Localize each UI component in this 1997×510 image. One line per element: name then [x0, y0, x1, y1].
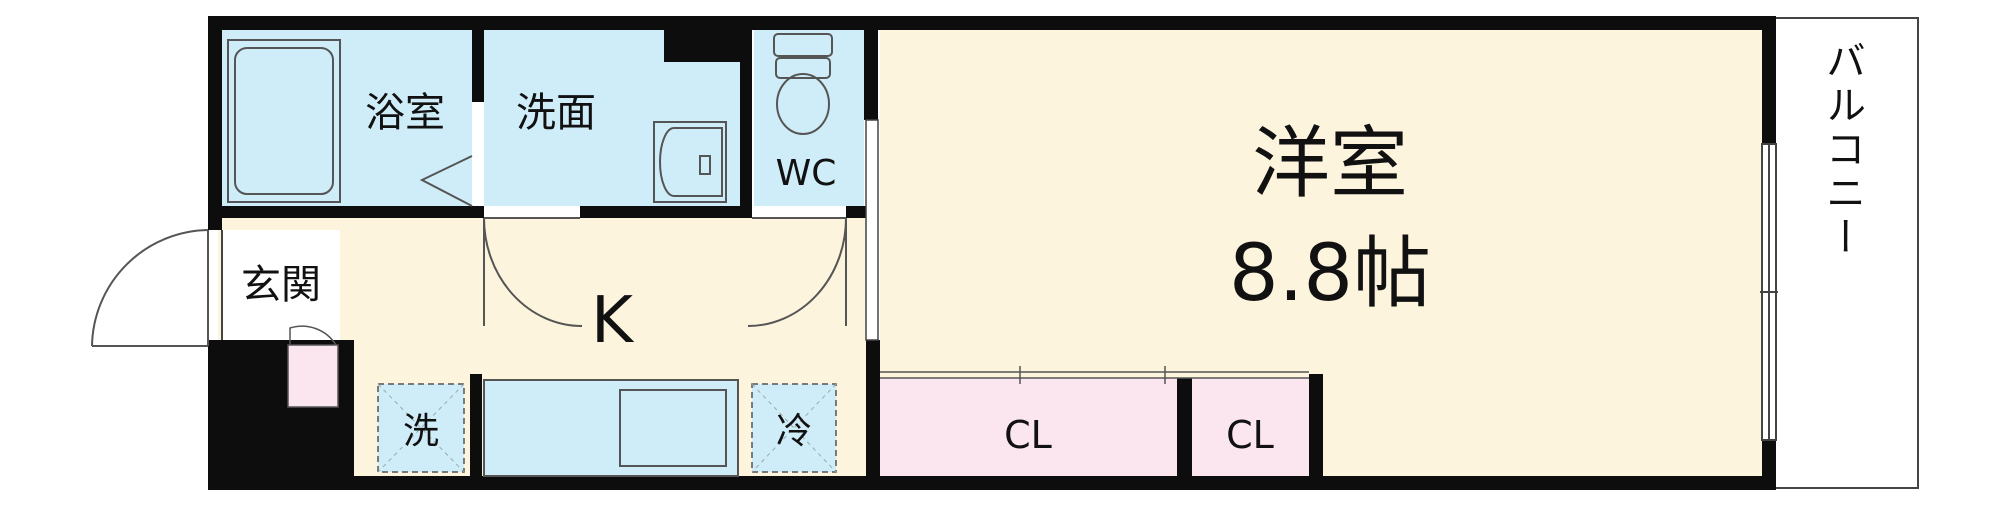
- toilet-label: WC: [776, 153, 837, 194]
- kitchen-sink-icon: [483, 379, 739, 477]
- closet-1: [880, 378, 1177, 478]
- closet-2-label: CL: [1226, 413, 1274, 457]
- wall-top: [208, 16, 1774, 30]
- wall-right-upper: [1762, 16, 1776, 144]
- wall-wash-corner: [664, 28, 740, 62]
- washer-label: 洗: [403, 411, 439, 452]
- wall-right-lower: [1762, 440, 1776, 490]
- western-room-label: 洋室: [1252, 119, 1408, 209]
- wall-closet-divider: [1177, 378, 1192, 490]
- western-room-size: 8.8帖: [1229, 229, 1431, 319]
- wall-wash-toilet: [740, 28, 752, 218]
- balcony-area: [1765, 17, 1919, 489]
- washroom-label: 洗面: [516, 90, 596, 136]
- fridge-label: 冷: [776, 411, 812, 452]
- shoe-box: [287, 344, 339, 408]
- wall-kitchen-counter: [470, 374, 482, 490]
- wall-left-upper: [208, 16, 222, 230]
- bath-door-icon: [419, 155, 473, 207]
- kitchen-label: K: [591, 284, 635, 358]
- balcony-label: バルコニー: [1819, 40, 1865, 260]
- wall-bath-wash: [472, 28, 484, 102]
- balcony-window: [1760, 143, 1778, 441]
- wall-bottom: [208, 476, 1774, 490]
- entrance-floor: [222, 230, 340, 340]
- closet-1-label: CL: [1004, 413, 1052, 457]
- bathtub-icon: [227, 39, 341, 203]
- shoe-box-arc: [289, 325, 337, 346]
- bath-label: 浴室: [365, 90, 445, 136]
- wall-kitchen-room: [866, 340, 880, 490]
- wall-entrance-step: [340, 340, 354, 490]
- toilet-icon: [773, 33, 833, 135]
- partition-kitchen-room: [865, 119, 879, 341]
- door-swing-icon: [91, 217, 847, 347]
- closet-rail: [880, 366, 1309, 384]
- fridge-space: [751, 383, 837, 473]
- closet-2: [1192, 378, 1309, 478]
- washer-space: [377, 383, 465, 473]
- wall-wet-bottom-2: [580, 206, 752, 218]
- washbasin-icon: [653, 121, 727, 203]
- entrance-label: 玄関: [241, 262, 321, 308]
- wall-closet-end: [1309, 374, 1323, 490]
- wall-toilet-room: [864, 28, 878, 120]
- wall-wet-bottom-1: [208, 206, 484, 218]
